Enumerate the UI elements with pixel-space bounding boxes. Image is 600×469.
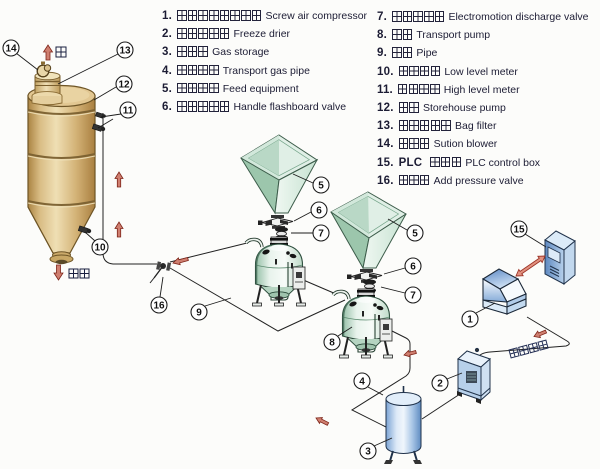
svg-text:15: 15 <box>513 225 525 236</box>
svg-text:7: 7 <box>318 229 324 240</box>
svg-text:5: 5 <box>412 229 418 240</box>
svg-text:5: 5 <box>318 181 324 192</box>
svg-text:3: 3 <box>365 447 371 458</box>
svg-text:14: 14 <box>5 44 17 55</box>
svg-text:13: 13 <box>119 46 131 57</box>
svg-text:6: 6 <box>316 206 322 217</box>
svg-text:10: 10 <box>94 243 106 254</box>
svg-text:7: 7 <box>410 291 416 302</box>
svg-text:16: 16 <box>153 301 165 312</box>
svg-text:12: 12 <box>118 80 130 91</box>
svg-text:4: 4 <box>359 377 365 388</box>
svg-text:1: 1 <box>467 315 473 326</box>
svg-text:6: 6 <box>410 262 416 273</box>
svg-text:11: 11 <box>123 106 134 117</box>
svg-text:2: 2 <box>437 379 443 390</box>
svg-text:9: 9 <box>196 308 202 319</box>
svg-text:8: 8 <box>329 338 335 349</box>
